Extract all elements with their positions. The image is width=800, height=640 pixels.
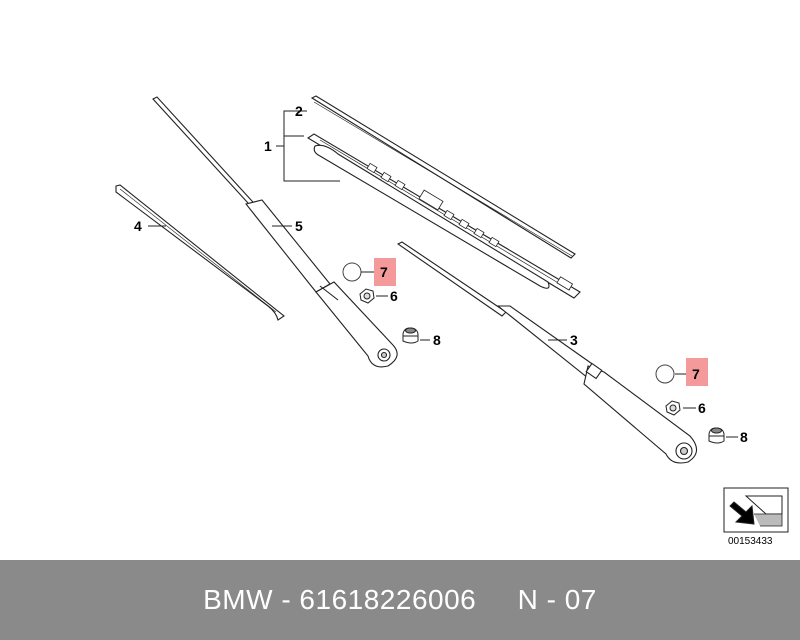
callout-3: 3: [570, 332, 578, 348]
callout-6-left: 6: [390, 288, 398, 304]
highlight-box-7b: [686, 358, 708, 386]
nut-right: [665, 400, 681, 416]
cap-left: [342, 262, 362, 282]
callout-8-left: 8: [433, 332, 441, 348]
arrow-icon: [729, 495, 783, 527]
callout-8-right: 8: [740, 429, 748, 445]
left-wiper-arm: [152, 96, 398, 368]
callout-1: 1: [264, 138, 272, 154]
left-wiper-strip: [115, 184, 285, 321]
grommet-left: [402, 327, 419, 344]
highlight-box-7a: [374, 258, 396, 286]
callout-4: 4: [134, 218, 142, 234]
wiper-rubber-strip: [310, 95, 576, 259]
reference-code: 00153433: [728, 536, 773, 547]
wiper-blade: [306, 133, 581, 299]
cap-right: [655, 364, 675, 384]
nut-left: [359, 288, 375, 304]
callout-7-right: 7: [692, 366, 700, 382]
direction-icon-box: [723, 487, 789, 533]
callout-2: 2: [295, 103, 303, 119]
right-wiper-arm: [396, 241, 698, 464]
leader-lines: [148, 225, 738, 438]
callout-bracket: [276, 110, 340, 182]
callout-7-left: 7: [380, 264, 388, 280]
grommet-right: [708, 427, 725, 444]
footer-bar: BMW - 61618226006 N - 07: [0, 560, 800, 640]
callout-6-right: 6: [698, 400, 706, 416]
footer-part-number: BMW - 61618226006 N - 07: [203, 584, 597, 615]
callout-5: 5: [295, 218, 303, 234]
parts-diagram: 1 2 3 4 5 6 6 7 7 8 8 00153433: [115, 95, 789, 547]
